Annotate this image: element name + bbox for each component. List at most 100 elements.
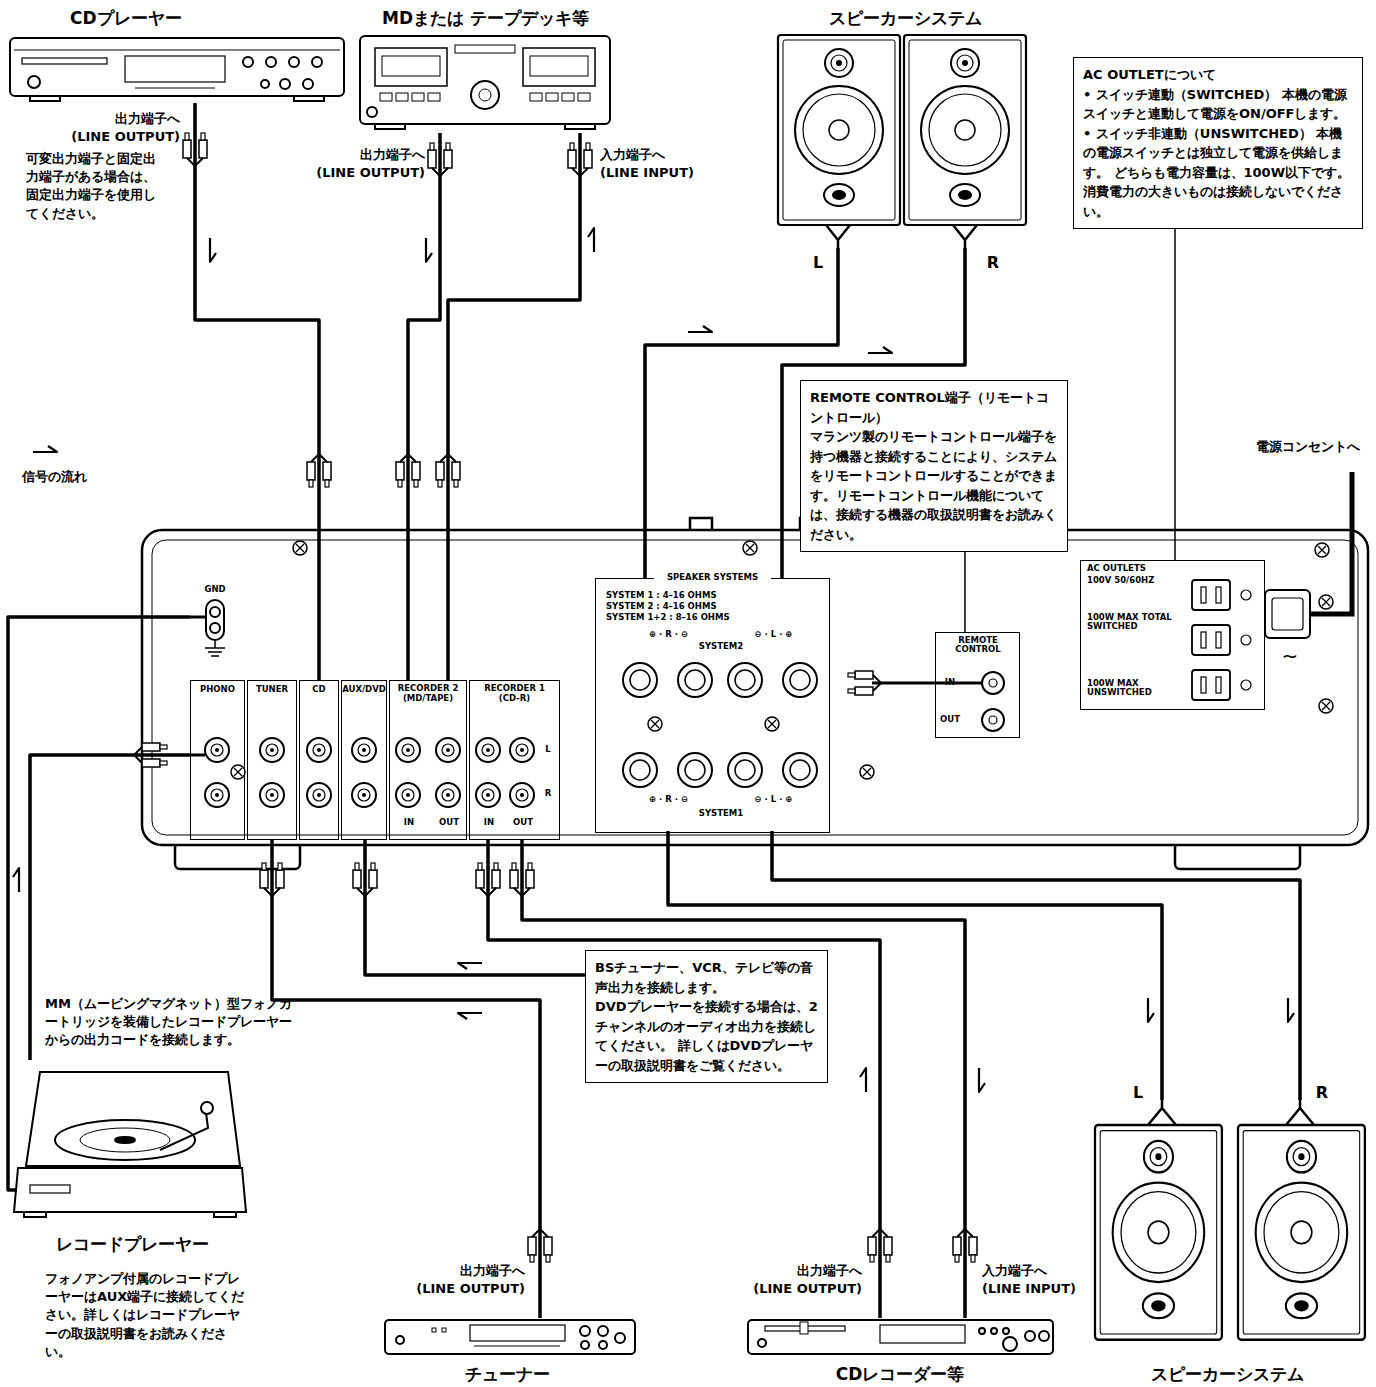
ground-terminal: GND	[190, 585, 240, 660]
callout-text: • スイッチ連動（SWITCHED） 本機の電源スイッチと連動して電源をON/O…	[1083, 85, 1353, 124]
ground-terminal	[210, 607, 220, 617]
record-player-illustration	[26, 1072, 240, 1166]
rca-plug-pair	[476, 870, 484, 888]
cd-player-illustration	[280, 79, 290, 89]
ac-outlet	[1216, 677, 1221, 693]
callout-box: REMOTE CONTROL端子（リモートコントロール）マランツ製のリモートコン…	[800, 380, 1068, 552]
rca-jack	[482, 789, 494, 801]
signal-flow-arrow	[979, 1068, 985, 1092]
device-title: レコードプレーヤー	[15, 1060, 250, 1255]
rca-plug-pair	[870, 1255, 874, 1262]
rca-plug-pair	[526, 870, 534, 888]
port-label: (LINE OUTPUT)	[370, 1280, 525, 1298]
rca-jack	[516, 789, 528, 801]
tape-deck-illustration	[471, 81, 499, 109]
speaker-wire-split	[826, 225, 850, 250]
rca-plug-pair	[957, 1229, 965, 1237]
rca-jack	[436, 783, 460, 807]
device-name: CDプレーヤー	[70, 8, 348, 29]
rca-jack	[266, 789, 278, 801]
device-title: CDレコーダー等	[740, 1318, 1060, 1385]
terminal-label: SYSTEM 1 : 4–16 OHMS	[606, 591, 821, 600]
screw	[648, 717, 662, 731]
cd-player-illustration	[303, 79, 313, 89]
ac-outlet	[1216, 587, 1221, 603]
rca-plug-pair	[371, 863, 375, 870]
tape-deck-illustration	[530, 56, 588, 76]
remote-jack	[982, 709, 1004, 731]
tuner-illustration	[470, 1325, 565, 1341]
screw	[1322, 598, 1330, 606]
rca-plug-pair	[580, 168, 588, 176]
rca-jack	[486, 793, 490, 797]
rca-jack	[396, 783, 420, 807]
rca-plug-pair	[848, 673, 855, 677]
amplifier-rear-panel	[1272, 598, 1303, 630]
rca-plug-pair	[195, 158, 203, 166]
ac-outlet	[1192, 580, 1251, 610]
remote-jack	[989, 716, 997, 724]
rca-plug-pair	[307, 462, 315, 480]
cable	[272, 840, 540, 1318]
cd-recorder-illustration	[748, 1320, 1053, 1354]
ground-terminal	[205, 640, 225, 656]
rca-jack	[215, 748, 219, 752]
rca-plug-pair	[440, 168, 448, 176]
rca-plug-pair	[183, 140, 191, 158]
tape-deck-illustration	[578, 93, 590, 101]
screw	[746, 544, 754, 552]
rca-jack	[270, 748, 274, 752]
rca-plug-pair	[586, 143, 590, 150]
ac-outlet	[1192, 625, 1251, 655]
rca-plug-pair	[353, 870, 361, 888]
channel-label: L	[808, 252, 828, 274]
cd-recorder-illustration	[758, 1339, 766, 1347]
cd-player-illustration	[22, 58, 107, 64]
terminal-label: OUT	[937, 715, 963, 724]
cd-recorder-illustration	[979, 1328, 985, 1334]
terminal-label: IN	[396, 818, 422, 827]
record-player-illustration	[14, 1168, 246, 1212]
screw	[768, 720, 776, 728]
rca-jack	[307, 783, 331, 807]
channel-label: R	[1312, 1082, 1332, 1104]
speaker-binding-post	[623, 663, 657, 697]
terminal-label: SYSTEM 1+2 : 8–16 OHMS	[606, 613, 821, 622]
speaker-binding-post	[678, 753, 712, 787]
terminal-label: GND	[190, 585, 240, 594]
cd-recorder-illustration	[800, 1322, 808, 1334]
tape-deck-illustration	[360, 36, 610, 124]
speaker-binding-post	[728, 753, 762, 787]
ac-outlet	[1192, 670, 1230, 700]
rca-jack	[520, 793, 524, 797]
tape-deck-illustration	[455, 45, 515, 53]
speaker-binding-post	[630, 670, 650, 690]
rca-plug-pair	[412, 462, 420, 480]
rca-jack	[516, 744, 528, 756]
device-name: スピーカーシステム	[1085, 1364, 1370, 1385]
input-terminal: AUX/DVD	[341, 680, 387, 840]
terminal-label: RECORDER 1	[470, 684, 559, 693]
record-player-illustration	[201, 1102, 213, 1114]
callout-text: AC OUTLETについて	[1083, 65, 1353, 85]
screw	[1315, 543, 1329, 557]
screw	[296, 544, 304, 552]
rca-jack	[317, 793, 321, 797]
tape-deck-illustration	[375, 48, 447, 86]
speaker-binding-post	[790, 760, 810, 780]
record-player-illustration	[80, 1128, 170, 1152]
rca-plug-pair	[438, 480, 442, 487]
cd-recorder-illustration	[991, 1328, 997, 1334]
record-player-illustration	[214, 1212, 236, 1217]
rca-plug-pair	[971, 1255, 975, 1262]
rca-jack	[442, 744, 454, 756]
signal-flow-arrow	[1148, 998, 1154, 1022]
rca-jack	[510, 738, 534, 762]
speaker-binding-post	[685, 670, 705, 690]
tape-deck-illustration	[428, 93, 440, 101]
record-player-illustration	[24, 1212, 46, 1217]
device-title: スピーカーシステム	[1085, 1100, 1370, 1385]
rca-jack	[406, 748, 410, 752]
rca-plug-pair	[183, 133, 207, 166]
device-title: チューナー	[375, 1318, 640, 1385]
